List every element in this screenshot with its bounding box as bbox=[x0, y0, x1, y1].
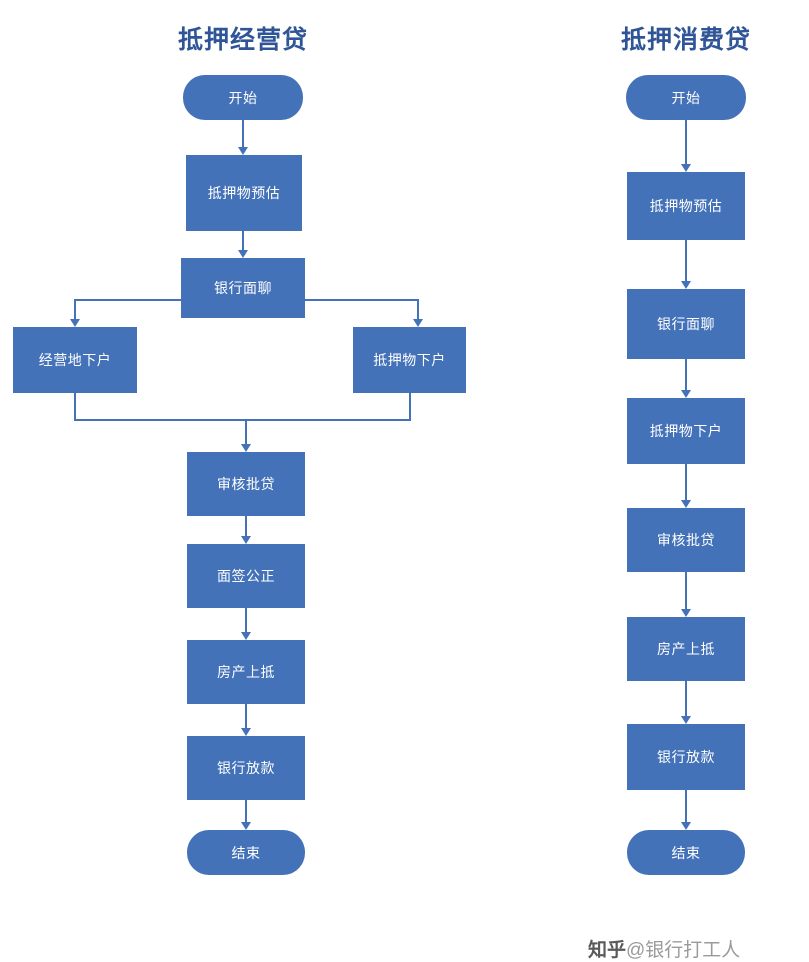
arrowhead-appraisal-business bbox=[238, 147, 248, 155]
connector-disbursement-to-end-consumer bbox=[685, 790, 687, 822]
connector-merge-left-rise-business bbox=[74, 393, 76, 421]
arrowhead-disbursement-business bbox=[241, 728, 251, 736]
arrowhead-interview-consumer bbox=[681, 281, 691, 289]
node-bank-disbursement-consumer[interactable]: 银行放款 bbox=[627, 724, 745, 790]
arrowhead-appraisal-consumer bbox=[681, 164, 691, 172]
connector-site-visit-to-approval-consumer bbox=[685, 464, 687, 500]
connector-interview-to-site-visit-consumer bbox=[685, 359, 687, 390]
connector-merge-to-approval-business bbox=[245, 419, 247, 444]
node-bank-interview-business[interactable]: 银行面聊 bbox=[181, 258, 305, 318]
watermark-platform: 知乎 bbox=[588, 940, 627, 961]
node-property-mortgage-registration-consumer[interactable]: 房产上抵 bbox=[627, 617, 745, 681]
connector-merge-right-rise-business bbox=[409, 393, 411, 421]
arrowhead-collateral-site-visit-business bbox=[413, 319, 423, 327]
node-face-signing-notarization-business[interactable]: 面签公正 bbox=[187, 544, 305, 608]
node-collateral-appraisal-business[interactable]: 抵押物预估 bbox=[186, 155, 302, 231]
connector-split-bar-business bbox=[74, 299, 418, 301]
connector-start-to-appraisal-business bbox=[242, 120, 244, 147]
arrowhead-disbursement-consumer bbox=[681, 716, 691, 724]
arrowhead-end-consumer bbox=[681, 822, 691, 830]
connector-property-to-disbursement-consumer bbox=[685, 681, 687, 716]
column-title-mortgage-business-loan: 抵押经营贷 bbox=[177, 26, 308, 54]
arrowhead-interview-business bbox=[238, 250, 248, 258]
arrowhead-site-visit-consumer bbox=[681, 390, 691, 398]
connector-disbursement-to-end-business bbox=[245, 800, 247, 822]
node-start-consumer[interactable]: 开始 bbox=[626, 75, 746, 120]
node-bank-disbursement-business[interactable]: 银行放款 bbox=[187, 736, 305, 800]
node-business-site-visit[interactable]: 经营地下户 bbox=[13, 327, 137, 393]
node-end-consumer[interactable]: 结束 bbox=[627, 830, 745, 875]
node-collateral-site-visit-business[interactable]: 抵押物下户 bbox=[353, 327, 466, 393]
connector-start-to-appraisal-consumer bbox=[685, 120, 687, 164]
arrowhead-property-business bbox=[241, 632, 251, 640]
watermark: 知乎@银行打工人 bbox=[588, 935, 740, 962]
watermark-author: @银行打工人 bbox=[626, 940, 741, 961]
connector-approval-to-property-consumer bbox=[685, 572, 687, 609]
connector-appraisal-to-interview-consumer bbox=[685, 240, 687, 281]
arrowhead-property-consumer bbox=[681, 609, 691, 617]
connector-split-left-drop-business bbox=[74, 299, 76, 319]
arrowhead-approval-consumer bbox=[681, 500, 691, 508]
column-title-mortgage-consumer-loan: 抵押消费贷 bbox=[620, 26, 751, 54]
node-property-mortgage-registration-business[interactable]: 房产上抵 bbox=[187, 640, 305, 704]
arrowhead-face-signing-business bbox=[241, 536, 251, 544]
connector-face-signing-to-property-business bbox=[245, 608, 247, 632]
node-approval-consumer[interactable]: 审核批贷 bbox=[627, 508, 745, 572]
connector-appraisal-to-interview-business bbox=[242, 231, 244, 250]
node-collateral-appraisal-consumer[interactable]: 抵押物预估 bbox=[627, 172, 745, 240]
node-approval-business[interactable]: 审核批贷 bbox=[187, 452, 305, 516]
connector-merge-bar-business bbox=[74, 419, 411, 421]
arrowhead-business-site-visit bbox=[70, 319, 80, 327]
arrowhead-end-business bbox=[241, 822, 251, 830]
node-start-business[interactable]: 开始 bbox=[183, 75, 303, 120]
connector-split-right-drop-business bbox=[417, 299, 419, 319]
connector-approval-to-face-signing-business bbox=[245, 516, 247, 536]
node-bank-interview-consumer[interactable]: 银行面聊 bbox=[627, 289, 745, 359]
connector-property-to-disbursement-business bbox=[245, 704, 247, 728]
arrowhead-approval-business bbox=[241, 444, 251, 452]
node-collateral-site-visit-consumer[interactable]: 抵押物下户 bbox=[627, 398, 745, 464]
node-end-business[interactable]: 结束 bbox=[187, 830, 305, 875]
